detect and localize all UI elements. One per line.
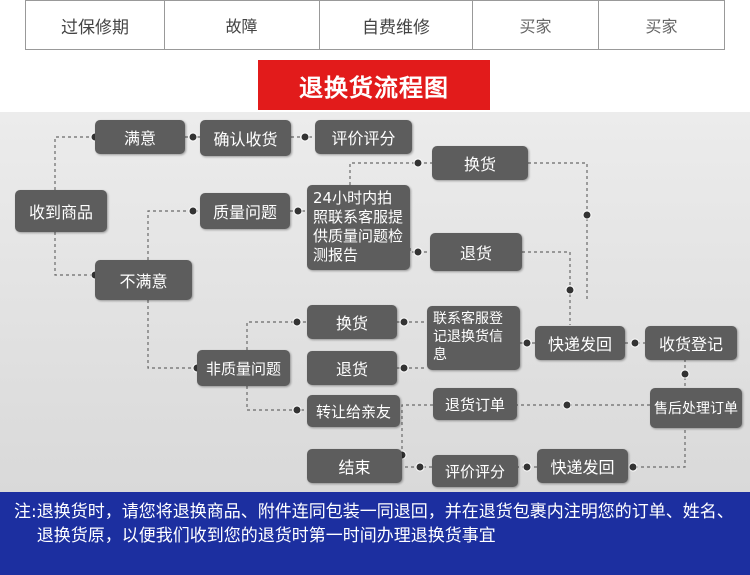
flow-exchange-top: 换货 — [432, 146, 528, 180]
flow-receipt-registration: 收货登记 — [645, 326, 737, 360]
flow-non-quality-issue: 非质量问题 — [197, 350, 290, 386]
flow-contact-24h: 24小时内拍照联系客服提供质量问题检测报告 — [307, 185, 410, 270]
flow-end: 结束 — [307, 449, 402, 483]
notice-banner: 注: 退换货时，请您将退换商品、附件连同包装一同退回，并在退货包裹内注明您的订单… — [0, 492, 750, 575]
notice-label: 注: — [14, 502, 37, 522]
flow-return-order: 退货订单 — [433, 388, 517, 420]
flow-unsatisfied: 不满意 — [95, 260, 192, 300]
flow-return-mid: 退货 — [307, 351, 397, 385]
flow-register-with-cs: 联系客服登记退换货信息 — [427, 306, 520, 370]
table-cell-period: 过保修期 — [25, 0, 165, 50]
flow-exchange-mid: 换货 — [307, 305, 397, 339]
table-cell-fault: 故障 — [164, 0, 320, 50]
flow-review-top: 评价评分 — [315, 120, 412, 154]
flow-quality-issue: 质量问题 — [200, 193, 290, 229]
flow-confirm-receipt: 确认收货 — [200, 120, 291, 156]
flow-review-bottom: 评价评分 — [432, 455, 518, 487]
table-cell-repair: 自费维修 — [320, 0, 473, 50]
flowchart-panel — [0, 112, 750, 492]
table-cell-buyer-1: 买家 — [473, 0, 599, 50]
flow-receive-goods: 收到商品 — [15, 190, 107, 232]
flow-satisfied: 满意 — [95, 120, 185, 154]
flow-return-top: 退货 — [430, 233, 522, 271]
flow-aftersale-order: 售后处理订单 — [650, 388, 742, 428]
warranty-table: 过保修期 故障 自费维修 买家 买家 — [0, 0, 750, 56]
page-title: 退换货流程图 — [258, 60, 490, 110]
table-divider — [25, 0, 725, 1]
flow-express-return-1: 快递发回 — [535, 326, 625, 360]
table-divider — [25, 49, 725, 50]
notice-text: 退换货时，请您将退换商品、附件连同包装一同退回，并在退货包裹内注明您的订单、姓名… — [36, 502, 734, 546]
flow-express-return-2: 快递发回 — [537, 449, 628, 483]
table-cell-buyer-2: 买家 — [599, 0, 725, 50]
flow-transfer-to-friends: 转让给亲友 — [307, 395, 400, 427]
